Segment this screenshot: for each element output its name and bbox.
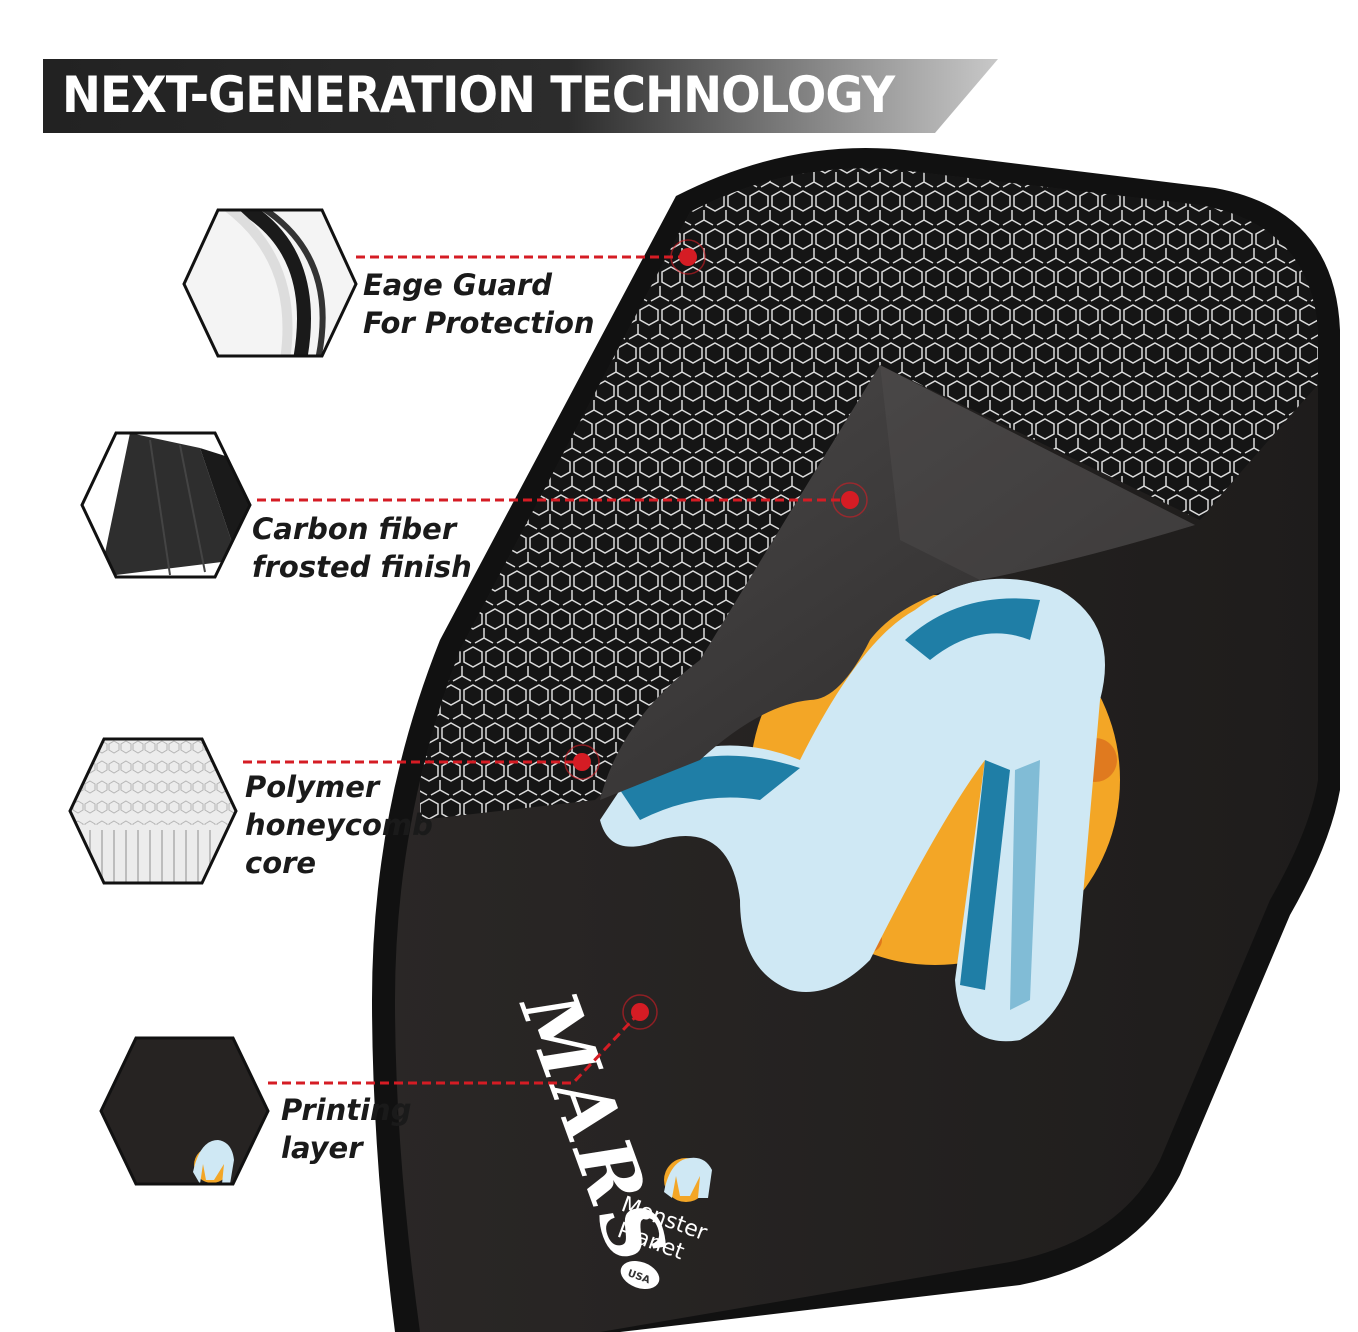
feature-label-honeycomb-core: Polymer honeycomb core xyxy=(245,768,433,882)
feature-label-line: Carbon fiber xyxy=(252,512,457,546)
honeycomb-core-icon xyxy=(68,737,238,885)
feature-label-line: Printing xyxy=(281,1093,412,1127)
feature-label-line: For Protection xyxy=(363,306,595,340)
feature-label-carbon-fiber: Carbon fiber frosted finish xyxy=(252,510,472,586)
feature-label-line: frosted finish xyxy=(252,550,472,584)
feature-label-line: honeycomb xyxy=(245,808,433,842)
feature-label-line: Polymer xyxy=(245,770,380,804)
feature-label-line: core xyxy=(245,846,317,880)
banner-bar xyxy=(43,59,998,133)
paddle: MARS Monster Planet USA xyxy=(372,147,1340,1332)
edge-guard-icon xyxy=(182,208,358,358)
carbon-fiber-sheet xyxy=(600,365,1195,800)
carbon-fiber-icon xyxy=(80,431,252,579)
callout-lines xyxy=(243,255,850,1085)
feature-label-edge-guard: Eage Guard For Protection xyxy=(363,266,595,342)
printing-layer-icon xyxy=(99,1036,270,1186)
feature-label-line: Eage Guard xyxy=(363,268,552,302)
banner-title: NEXT-GENERATION TECHNOLOGY xyxy=(62,66,895,124)
target-markers xyxy=(564,239,868,1030)
feature-label-printing-layer: Printing layer xyxy=(281,1091,411,1167)
usa-badge xyxy=(620,1260,660,1290)
feature-label-line: layer xyxy=(281,1131,363,1165)
planet-artwork xyxy=(600,578,1120,1042)
